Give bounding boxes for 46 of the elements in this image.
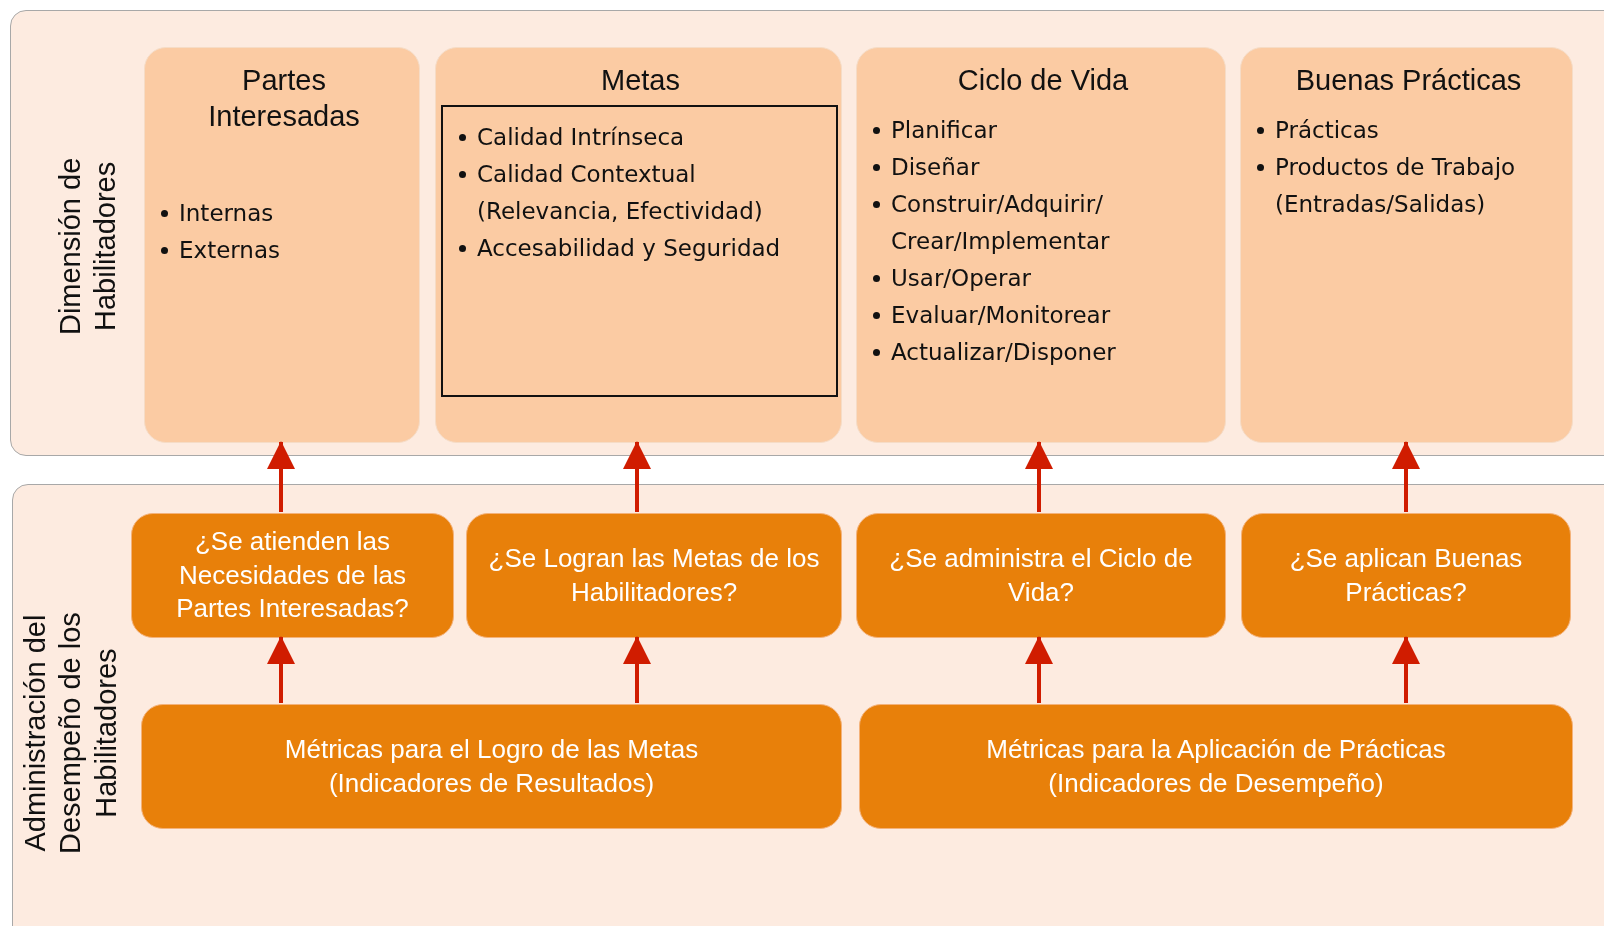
- bullet-item: Evaluar/Monitorear: [871, 297, 1215, 335]
- card-title: Ciclo de Vida: [956, 63, 1130, 98]
- goals-box: [441, 105, 838, 397]
- question-box: [131, 513, 454, 638]
- arrow: [267, 441, 295, 512]
- question-text: ¿Se aplican Buenas Prácticas?: [1288, 541, 1524, 609]
- category-card: [435, 47, 842, 443]
- question-text: ¿Se Logran las Metas de los Habilitadores?: [487, 541, 821, 609]
- category-card: [144, 47, 420, 443]
- category-card: [1240, 47, 1573, 443]
- band-panel: [12, 484, 1604, 926]
- bullet-item: Productos de Trabajo (Entradas/Salidas): [1255, 149, 1562, 224]
- bullet-item: Internas: [159, 194, 409, 232]
- bullet-item: Accesabilidad y Seguridad: [457, 230, 828, 267]
- band-label: Dimensión de Habilitadores: [52, 156, 122, 337]
- arrow: [1392, 636, 1420, 703]
- metrics-text: Métricas para la Aplicación de Prácticas (Indicadores de Desempeño): [985, 732, 1447, 800]
- category-card: [856, 47, 1226, 443]
- metrics-text: Métricas para el Logro de las Metas (Indicadores de Resultados): [283, 732, 700, 800]
- band-label: Administración del Desempeño de los Habilitadores: [17, 611, 123, 856]
- question-text: ¿Se atienden las Necesidades de las Partes Interesadas?: [175, 524, 410, 626]
- arrow: [1025, 441, 1053, 512]
- question-box: [466, 513, 842, 638]
- bullet-item: Planificar: [871, 112, 1215, 150]
- bullet-item: Diseñar: [871, 149, 1215, 187]
- card-title: Buenas Prácticas: [1294, 63, 1523, 98]
- bullet-item: Usar/Operar: [871, 260, 1215, 298]
- question-text: ¿Se administra el Ciclo de Vida?: [888, 541, 1194, 609]
- arrow: [267, 636, 295, 703]
- bullet-item: Calidad Intrínseca: [457, 119, 828, 156]
- arrow: [1392, 441, 1420, 512]
- arrow: [1025, 636, 1053, 703]
- bullet-item: Construir/Adquirir/ Crear/Implementar: [871, 186, 1215, 261]
- question-box: [856, 513, 1226, 638]
- arrow: [623, 441, 651, 512]
- metrics-box: [141, 704, 842, 829]
- bullet-item: Externas: [159, 231, 409, 269]
- card-title: Metas: [600, 63, 681, 98]
- bullet-item: Actualizar/Disponer: [871, 334, 1215, 372]
- arrow: [623, 636, 651, 703]
- card-title: Partes Interesadas: [207, 63, 361, 135]
- band-panel: [10, 10, 1604, 456]
- bullet-item: Prácticas: [1255, 112, 1562, 150]
- bullet-item: Calidad Contextual (Relevancia, Efectividad): [457, 156, 828, 230]
- metrics-box: [859, 704, 1573, 829]
- question-box: [1241, 513, 1571, 638]
